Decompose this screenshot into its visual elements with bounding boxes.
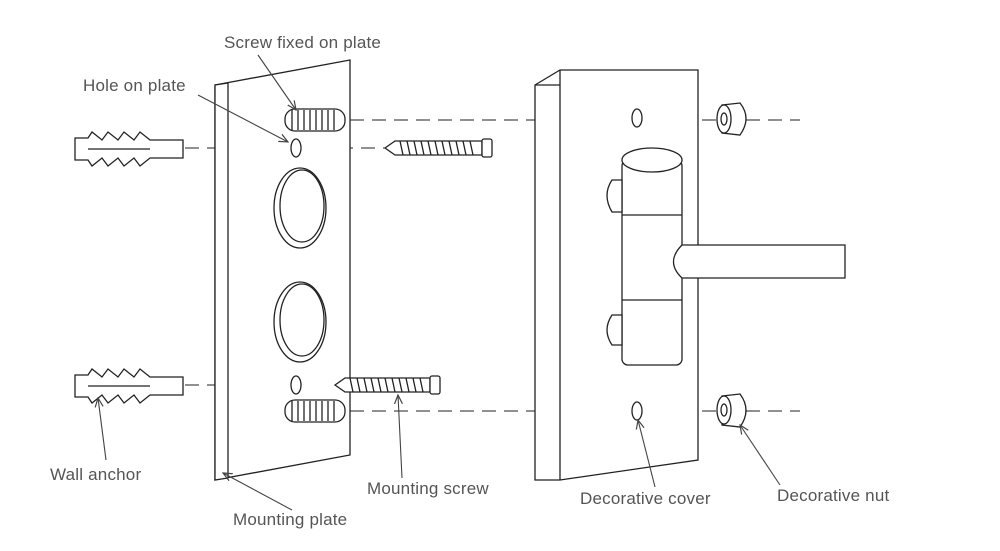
decorative-cover-upper [631,108,643,128]
label-hole-on-plate: Hole on plate [83,76,186,95]
label-mounting-plate: Mounting plate [233,510,348,529]
screw-fixed-on-plate-lower [284,399,346,423]
mounting-screw-upper [383,138,493,158]
decorative-cover-lower [631,401,643,421]
mounting-plate [214,59,351,481]
label-screw-fixed-on-plate: Screw fixed on plate [224,33,382,52]
label-mounting-screw: Mounting screw [367,479,489,498]
hole-on-plate-upper [290,138,302,158]
leader-lines [98,54,781,511]
screw-fixed-on-plate-upper [284,108,346,132]
hole-on-plate-lower [290,375,302,395]
lever-handle [606,147,846,366]
decorative-nut-upper [716,102,747,136]
wall-anchor-upper [74,131,184,167]
decorative-nut-lower [716,393,747,428]
mounting-screw-lower [333,375,441,395]
wall-anchor-lower [74,368,184,404]
label-decorative-cover: Decorative cover [580,489,711,508]
label-decorative-nut: Decorative nut [777,486,890,505]
label-wall-anchor: Wall anchor [50,465,142,484]
